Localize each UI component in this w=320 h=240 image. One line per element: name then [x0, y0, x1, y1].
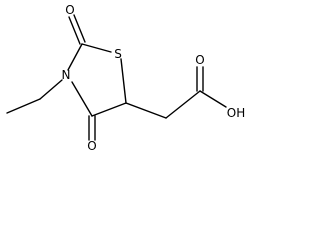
bond-ethyl-ch3-ch2 — [6, 98, 41, 114]
bond-n3-c2 — [67, 43, 83, 71]
bond-c4-n3 — [71, 81, 93, 117]
bond-ch2-cooh — [165, 90, 201, 119]
bond-c2-o-double-b — [73, 14, 86, 43]
atom-label-oxygen-acid: O — [195, 53, 204, 67]
bond-ethyl-ch2-n — [39, 79, 63, 100]
atom-label-sulfur: S — [114, 47, 122, 61]
chemical-structure-diagram: N S O O O OH — [6, 3, 246, 153]
bond-s1-c5 — [120, 58, 127, 104]
atom-label-hydroxyl: OH — [227, 106, 245, 120]
bonds — [6, 14, 227, 141]
atom-label-oxygen-c2: O — [65, 3, 74, 17]
bond-c5-c4 — [91, 102, 127, 117]
atom-label-oxygen-c4: O — [87, 139, 96, 153]
bond-c2-s1 — [81, 43, 112, 53]
atom-label-nitrogen: N — [62, 68, 71, 82]
bond-acid-c-oh — [199, 90, 227, 108]
bond-c2-o-double-a — [68, 16, 81, 45]
atom-labels: N S O O O OH — [62, 3, 246, 153]
bond-c5-ch2 — [125, 102, 167, 119]
